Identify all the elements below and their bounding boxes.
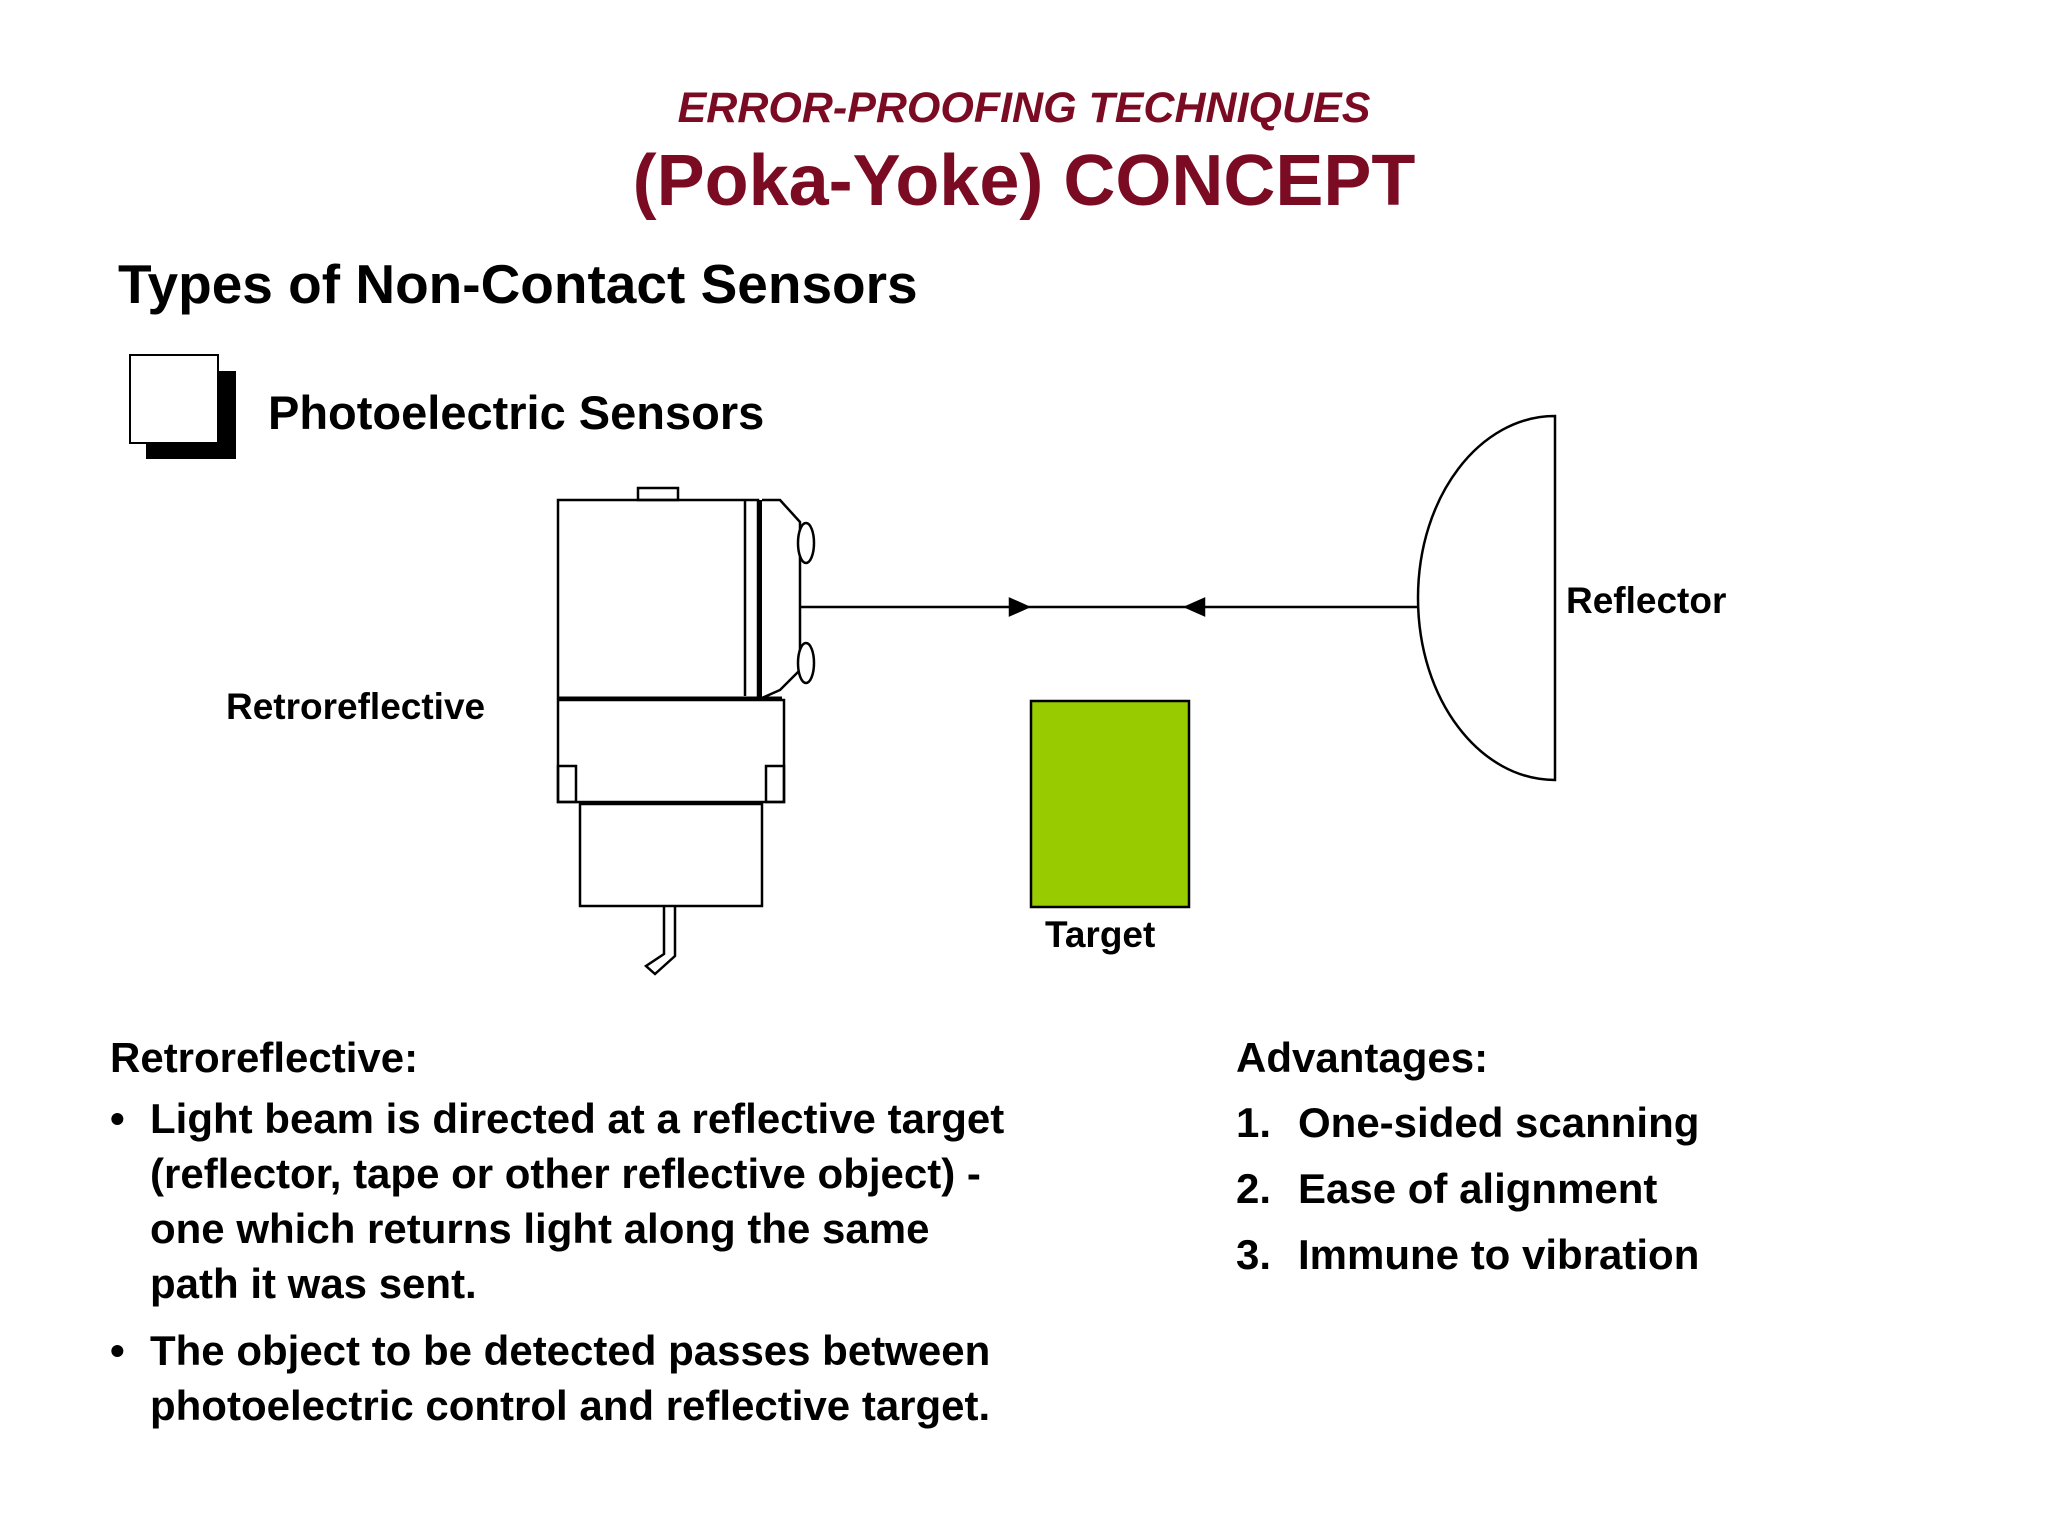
advantages-block: Advantages: 1. One-sided scanning 2. Eas… (1236, 1030, 1936, 1293)
title-line-2: (Poka-Yoke) CONCEPT (632, 141, 1416, 221)
bullet-item: • The object to be detected passes betwe… (110, 1323, 1150, 1433)
bullet-line: Light beam is directed at a reflective t… (150, 1095, 1005, 1142)
advantages-list: 1. One-sided scanning 2. Ease of alignme… (1236, 1095, 1936, 1282)
advantages-heading: Advantages: (1236, 1034, 1489, 1081)
checkbox-bullet-icon (129, 354, 236, 459)
description-heading: Retroreflective: (110, 1034, 419, 1081)
target-label: Target (1045, 914, 1156, 955)
advantage-item: 2. Ease of alignment (1236, 1161, 1936, 1216)
section-heading: Types of Non-Contact Sensors (118, 253, 918, 315)
advantage-item: 3. Immune to vibration (1236, 1227, 1936, 1282)
reflector-label: Reflector (1566, 580, 1727, 621)
advantage-text: One-sided scanning (1298, 1099, 1700, 1146)
light-beam (800, 597, 1418, 617)
title-line-1: ERROR-PROOFING TECHNIQUES (677, 84, 1371, 132)
photoelectric-sensor-icon (556, 486, 816, 976)
bullet-line: photoelectric control and reflective tar… (150, 1382, 991, 1429)
advantage-text: Ease of alignment (1298, 1165, 1658, 1212)
sensor-label: Retroreflective (226, 686, 486, 727)
target-block (1029, 699, 1191, 909)
advantage-item: 1. One-sided scanning (1236, 1095, 1936, 1150)
bullet-icon: • (110, 1095, 125, 1142)
description-block: Retroreflective: • Light beam is directe… (110, 1030, 1150, 1445)
bullet-line: The object to be detected passes between (150, 1327, 991, 1374)
sub-heading: Photoelectric Sensors (268, 386, 765, 439)
advantage-number: 2. (1236, 1165, 1272, 1212)
bullet-line: (reflector, tape or other reflective obj… (150, 1150, 981, 1197)
bullet-line: one which returns light along the same (150, 1205, 930, 1252)
advantage-text: Immune to vibration (1298, 1231, 1700, 1278)
bullet-item: • Light beam is directed at a reflective… (110, 1091, 1150, 1311)
description-list: • Light beam is directed at a reflective… (110, 1091, 1150, 1433)
advantage-number: 1. (1236, 1099, 1272, 1146)
bullet-line: path it was sent. (150, 1260, 477, 1307)
bullet-icon: • (110, 1327, 125, 1374)
reflector-icon (1416, 414, 1557, 782)
advantage-number: 3. (1236, 1231, 1272, 1278)
